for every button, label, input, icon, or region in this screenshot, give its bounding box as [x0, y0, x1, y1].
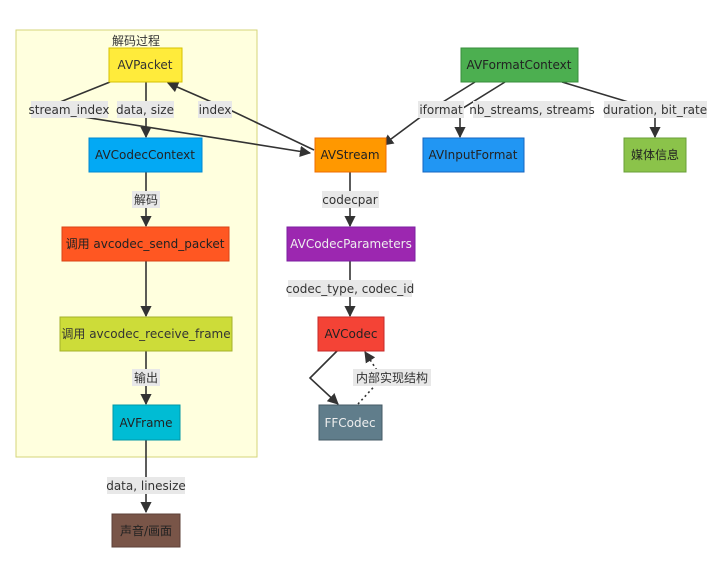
edge-label-text: codecpar — [322, 193, 378, 207]
node-avcodeccontext: AVCodecContext — [88, 137, 203, 173]
edge-avcodec-ffcodec — [308, 349, 339, 405]
edge-label-text: duration, bit_rate — [603, 103, 707, 117]
node-media-info: 媒体信息 — [623, 137, 687, 173]
node-label: AVCodecContext — [95, 148, 195, 162]
edge-label-text: iformat — [419, 103, 463, 117]
edge-label-data-linesize: data, linesize — [106, 477, 186, 494]
node-box — [318, 404, 383, 441]
node-box — [61, 226, 230, 262]
node-box — [317, 316, 385, 352]
node-box — [88, 137, 203, 173]
node-avpacket: AVPacket — [108, 47, 183, 83]
node-box — [112, 404, 181, 441]
node-label: AVPacket — [118, 58, 173, 72]
node-label: AVFrame — [119, 416, 172, 430]
node-label: 调用 avcodec_receive_frame — [61, 327, 230, 341]
group-title: 解码过程 — [112, 33, 160, 48]
edge-label-text: nb_streams, streams — [469, 103, 594, 117]
edge-label-text: codec_type, codec_id — [286, 282, 414, 296]
node-box — [108, 47, 183, 83]
edge-label-text: 内部实现结构 — [356, 370, 428, 385]
node-avcodecparameters: AVCodecParameters — [286, 226, 416, 262]
node-label: FFCodec — [324, 416, 375, 430]
node-box — [111, 513, 181, 548]
edge-label-stream-index: stream_index — [29, 101, 110, 118]
edge-label-text: stream_index — [29, 103, 110, 117]
edge-label-iformat: iformat — [418, 101, 464, 118]
node-avformatcontext: AVFormatContext — [460, 47, 579, 83]
node-label: AVCodecParameters — [290, 237, 412, 251]
node-ffcodec: FFCodec — [318, 404, 383, 441]
node-send-packet: 调用 avcodec_send_packet — [61, 226, 230, 262]
edge-label-text: data, linesize — [106, 479, 186, 493]
node-label: AVFormatContext — [467, 58, 572, 72]
edge-label-codecpar: codecpar — [322, 191, 379, 208]
node-box — [623, 137, 687, 173]
edge-label-codec-type: codec_type, codec_id — [286, 280, 414, 297]
node-label: 声音/画面 — [120, 523, 172, 538]
edge-label-output: 输出 — [132, 369, 160, 386]
node-sound-picture: 声音/画面 — [111, 513, 181, 548]
nodes: AVPacket AVCodecContext 调用 avcodec_send_… — [59, 47, 687, 548]
node-avstream: AVStream — [314, 137, 387, 173]
node-receive-frame: 调用 avcodec_receive_frame — [59, 316, 233, 352]
node-box — [422, 137, 525, 173]
edge-label-text: 解码 — [134, 193, 158, 207]
edge-label-text: 输出 — [134, 370, 158, 385]
edge-label-nb-streams: nb_streams, streams — [469, 101, 595, 118]
node-avinputformat: AVInputFormat — [422, 137, 525, 173]
node-avframe: AVFrame — [112, 404, 181, 441]
node-box — [314, 137, 387, 173]
node-box — [59, 316, 233, 352]
node-label: 调用 avcodec_send_packet — [66, 237, 225, 251]
node-label: AVInputFormat — [428, 148, 517, 162]
edge-labels: stream_index data, size index 解码 输出 data… — [29, 101, 707, 494]
edge-label-decode: 解码 — [132, 191, 160, 208]
node-label: AVCodec — [325, 327, 378, 341]
edge-label-index: index — [198, 101, 232, 118]
edge-label-text: index — [199, 103, 232, 117]
node-box — [460, 47, 579, 83]
edge-label-data-size: data, size — [116, 101, 174, 118]
edge-label-duration: duration, bit_rate — [603, 101, 707, 118]
node-label: 媒体信息 — [631, 147, 679, 162]
edge-label-internal: 内部实现结构 — [353, 369, 431, 386]
node-box — [286, 226, 416, 262]
node-label: AVStream — [320, 148, 379, 162]
edge-label-text: data, size — [116, 103, 174, 117]
node-avcodec: AVCodec — [317, 316, 385, 352]
